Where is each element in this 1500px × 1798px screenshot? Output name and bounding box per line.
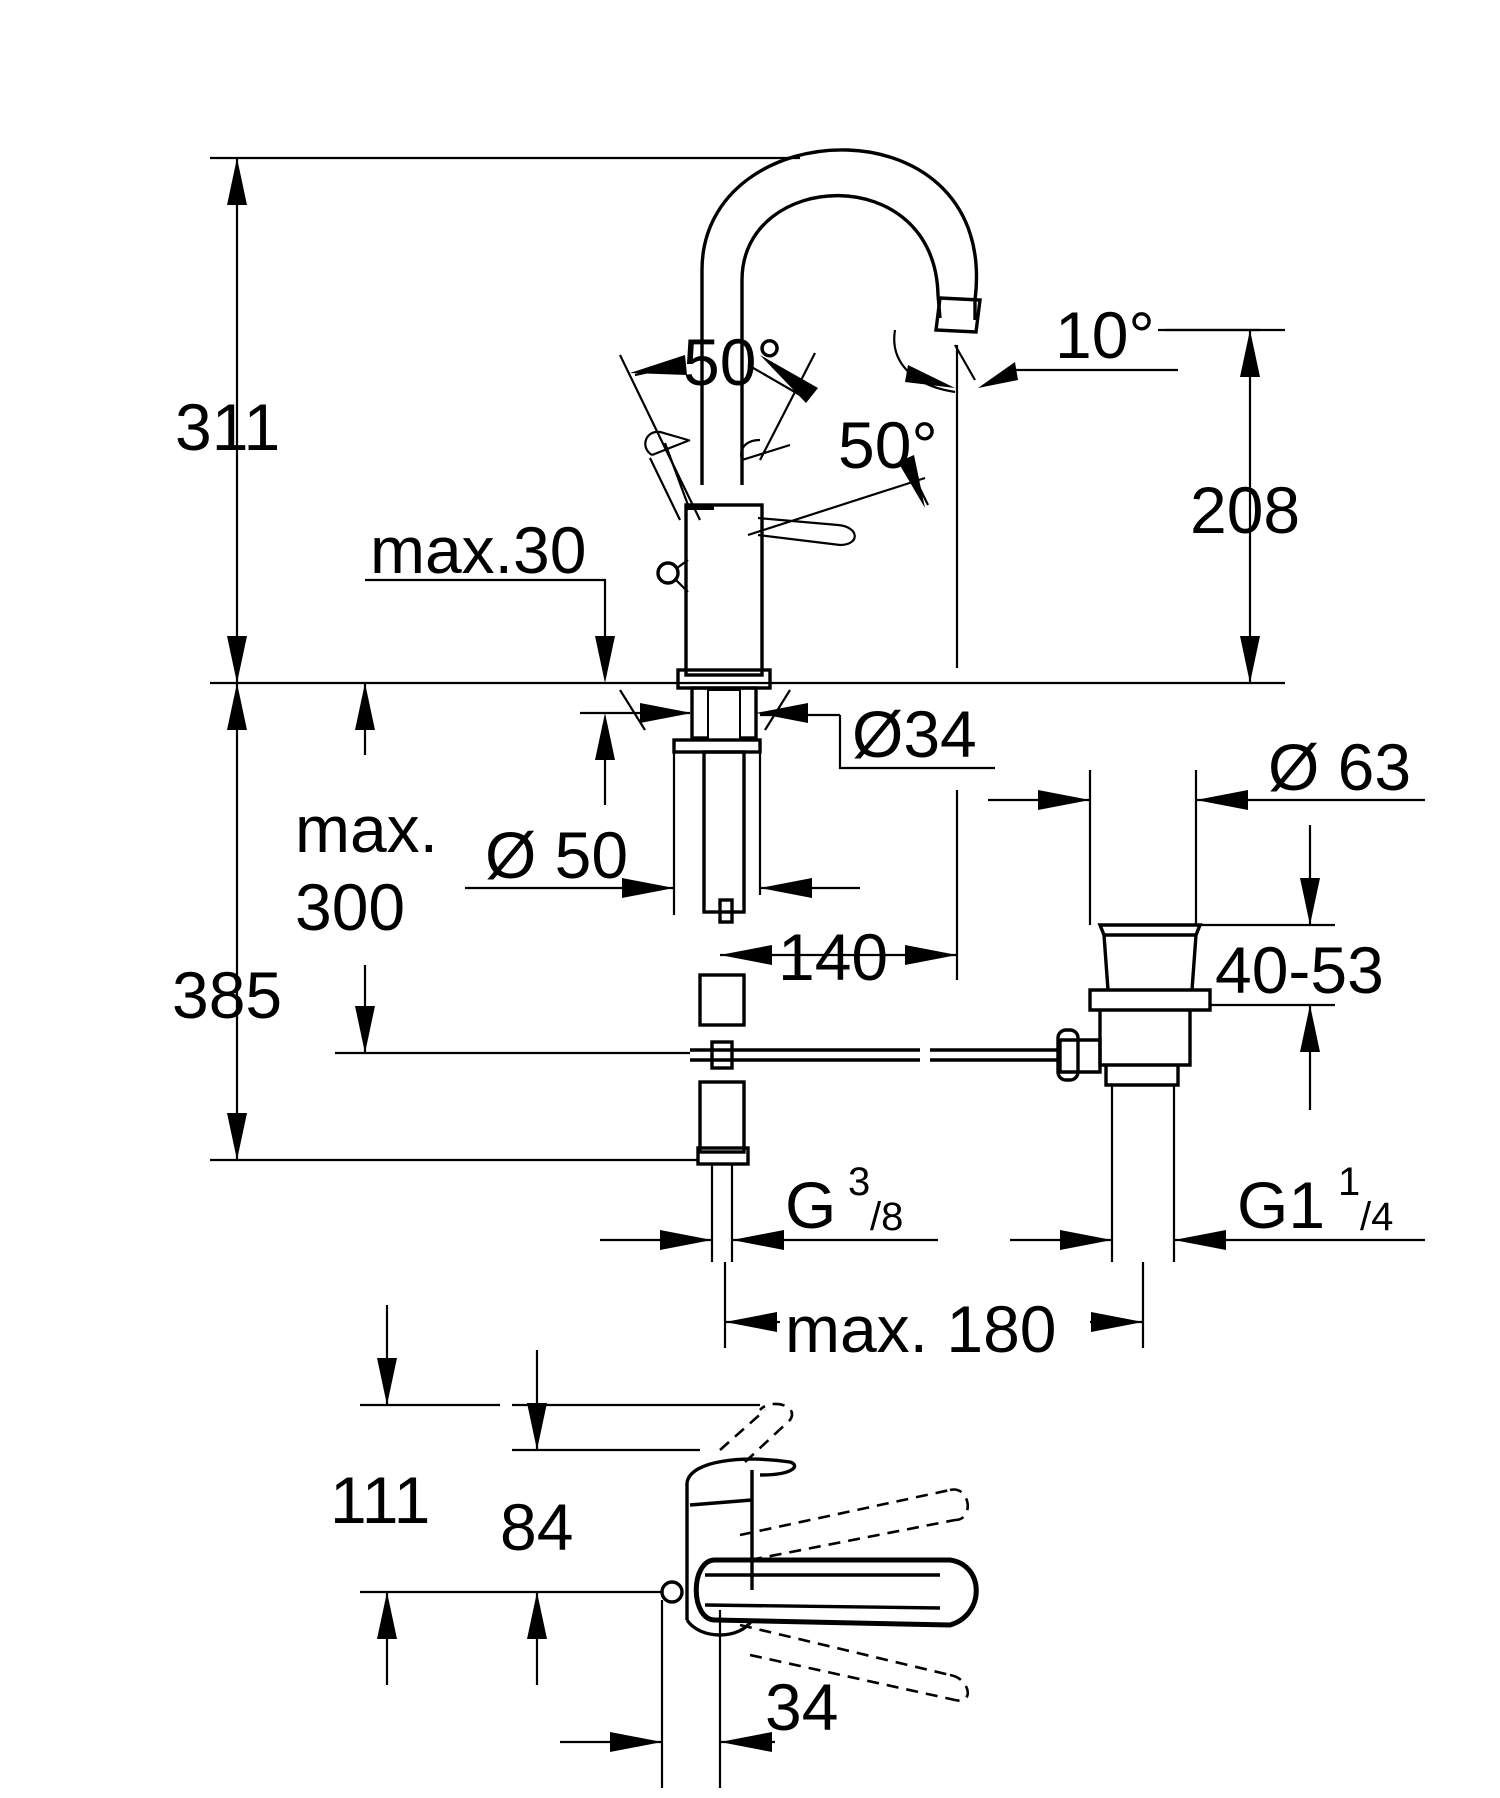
label-g38: G xyxy=(785,1168,836,1242)
label-g38-sup: 3 xyxy=(848,1160,870,1204)
label-300: 300 xyxy=(295,870,405,944)
dimension-lines xyxy=(210,156,1425,1348)
label-34: 34 xyxy=(765,1670,838,1744)
label-d34: Ø34 xyxy=(852,697,977,771)
dimension-labels: 311 208 50° 50° 10° max.30 Ø34 Ø 50 Ø 63… xyxy=(172,298,1411,1744)
label-50deg-right: 50° xyxy=(838,408,938,482)
lever-side-view xyxy=(660,1402,979,1702)
label-g114-sub: /4 xyxy=(1360,1195,1393,1239)
label-g114: G1 xyxy=(1237,1168,1325,1242)
faucet-elevation xyxy=(644,148,982,690)
label-d63: Ø 63 xyxy=(1268,730,1411,804)
label-208: 208 xyxy=(1190,473,1300,547)
label-10deg: 10° xyxy=(1055,298,1155,372)
label-max30: max.30 xyxy=(370,513,586,587)
label-g114-sup: 1 xyxy=(1338,1160,1360,1204)
label-d50: Ø 50 xyxy=(485,818,628,892)
label-140: 140 xyxy=(778,920,888,994)
lever-dimension-lines xyxy=(360,1305,775,1788)
label-50deg-left: 50° xyxy=(683,325,783,399)
label-311: 311 xyxy=(175,390,280,464)
label-max180: max. 180 xyxy=(785,1292,1056,1366)
label-84: 84 xyxy=(500,1490,573,1564)
label-g38-sub: /8 xyxy=(870,1195,903,1239)
label-385: 385 xyxy=(172,958,282,1032)
label-111: 111 xyxy=(330,1463,430,1537)
label-max: max. xyxy=(295,792,438,866)
shank-and-hoses xyxy=(672,686,1060,1262)
label-40-53: 40-53 xyxy=(1215,933,1384,1007)
popup-waste xyxy=(1056,923,1212,1262)
